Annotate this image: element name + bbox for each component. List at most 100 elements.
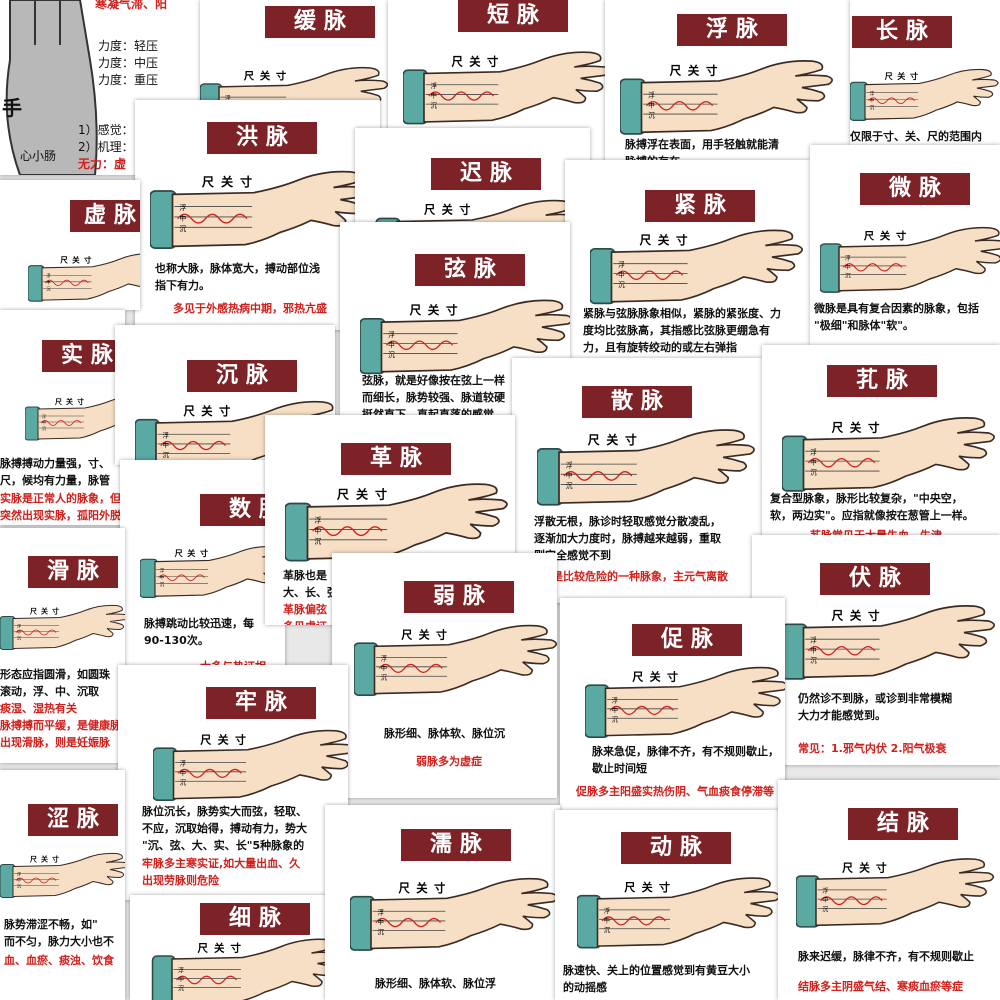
hand-illustration: 尺关寸浮中沉 [25, 395, 125, 441]
card-title: 细脉 [200, 903, 310, 935]
cun-label: 寸 [84, 254, 92, 264]
card-description: 浮散无根，脉诊时轻取感觉分散凌乱， 逐渐加大力度时，脉搏越来越弱，重取 则完全感… [534, 515, 721, 562]
card-description: 弦脉，就是好像按在弦上一样 而细长，脉势较强、脉道较硬 挺然直下，直起直落的感觉 [362, 374, 505, 417]
card-description: 脉形细、脉体软、脉位沉 [384, 727, 505, 740]
depth-label: 中 [46, 279, 50, 286]
depth-label: 浮 [648, 91, 655, 100]
depth-label: 中 [822, 896, 828, 904]
card-description: 脉来急促，脉律不齐，有不规则歇止， 歇止时间短 [592, 745, 779, 775]
chi-label: 尺 [202, 175, 215, 189]
guan-label: 关 [41, 607, 48, 616]
card-title: 浮脉 [677, 14, 787, 46]
hand-illustration: 尺关寸浮中沉 [796, 858, 995, 928]
card-title: 紧脉 [645, 190, 755, 222]
organ-label: 心小肠 [20, 149, 57, 163]
guan-label: 关 [897, 71, 906, 81]
card-title: 微脉 [860, 173, 970, 205]
depth-label: 沉 [604, 926, 611, 934]
corner-line-3: 无力：虚 [78, 157, 127, 171]
depth-label: 沉 [566, 482, 573, 490]
card-note: 革脉偏弦 多见虚证 [283, 603, 327, 625]
hand-illustration: 尺关寸浮中沉 [850, 68, 999, 121]
guan-label: 关 [218, 732, 230, 746]
card-title: 结脉 [848, 808, 958, 840]
hand-illustration: 尺关寸浮中沉 [28, 253, 140, 302]
card-title: 实脉 [42, 340, 125, 372]
chi-label: 尺 [832, 420, 844, 434]
chi-label: 尺 [29, 608, 37, 616]
corner-line-2: 2）机理： [78, 140, 134, 154]
cun-label: 寸 [459, 203, 470, 217]
card-description: 微脉是具有复合因素的脉象，包括 "极细"和脉体"软"。 [814, 302, 979, 332]
card-description: 脉搏搏动力量强，寸、 尺，候均有力量，脉管 [0, 457, 110, 487]
cun-label: 寸 [375, 486, 387, 501]
cun-label: 寸 [487, 54, 498, 68]
depth-label: 沉 [822, 905, 828, 913]
card-description: 仍然诊不到脉，或诊到非常模糊 大力才能感觉到。 [798, 692, 952, 722]
depth-label: 沉 [612, 715, 619, 723]
hand-illustration: 尺关寸浮中沉 [285, 483, 508, 562]
cun-label: 寸 [706, 63, 718, 77]
cun-label: 寸 [231, 942, 242, 955]
card-kou: 芤脉 尺关寸浮中沉 复合型脉象，脉形比较复杂，"中央空， 软，两边实"。应指就像… [762, 345, 1000, 540]
depth-label: 中 [178, 976, 184, 984]
depth-label: 沉 [648, 111, 655, 119]
card-note: 痰湿、湿热有关 脉搏搏而平缓，是健康脉 出现滑脉，则是妊娠脉 [0, 702, 121, 749]
depth-label: 沉 [179, 225, 186, 233]
depth-label: 沉 [180, 778, 187, 786]
card-ruo: 弱脉 尺关寸浮中沉 脉形细、脉体软、脉位沉 弱脉多为虚症 [332, 553, 557, 798]
hand-illustration: 尺关寸浮中沉 [590, 229, 803, 305]
guan-label: 关 [214, 942, 225, 955]
card-description: 仅限于寸、关、尺的范围内 [850, 130, 982, 143]
chi-label: 尺 [864, 231, 875, 243]
guan-label: 关 [66, 397, 73, 406]
depth-label: 沉 [377, 928, 384, 936]
card-description: 脉速快、关上的位置感觉到有黄豆大小 的动摇感 [563, 964, 750, 994]
depth-label: 沉 [162, 451, 169, 459]
chi-label: 尺 [832, 608, 844, 622]
guan-label: 关 [416, 881, 428, 895]
depth-label: 中 [180, 768, 186, 777]
depth-label: 中 [381, 663, 387, 672]
card-san: 散脉 尺关寸浮中沉 浮散无根，脉诊时轻取感觉分散凌乱， 逐渐加大力度时，脉搏越来… [512, 358, 762, 603]
hand-illustration: 尺关寸浮中沉 [350, 877, 559, 951]
card-fu2: 伏脉 尺关寸浮中沉 仍然诊不到脉，或诊到非常模糊 大力才能感觉到。 常见：1.邪… [752, 535, 1000, 765]
chi-label: 尺 [841, 861, 853, 874]
cun-label: 寸 [200, 548, 208, 558]
card-title: 洪脉 [207, 122, 317, 154]
guan-label: 关 [260, 70, 271, 83]
depth-label: 沉 [845, 272, 851, 280]
hand-illustration: 尺关寸浮中沉 [577, 877, 780, 949]
hand-char: 手 [2, 96, 22, 120]
chi-label: 尺 [640, 233, 652, 247]
depth-label: 中 [870, 97, 875, 104]
depth-label: 浮 [822, 887, 828, 895]
chi-label: 尺 [244, 71, 255, 83]
card-hong: 洪脉 尺关寸浮中沉 也称大脉，脉体宽大，搏动部位浅 指下有力。 多见于外感热病中… [135, 100, 380, 330]
guan-label: 关 [606, 433, 618, 447]
card-title: 涩脉 [28, 804, 118, 836]
guan-label: 关 [859, 861, 870, 874]
depth-label: 浮 [430, 81, 437, 90]
guan-label: 关 [658, 233, 670, 247]
depth-label: 中 [42, 419, 46, 425]
chi-label: 尺 [670, 63, 682, 77]
card-title: 动脉 [621, 832, 731, 864]
hand-illustration: 尺关寸浮中沉 [537, 429, 755, 506]
card-title: 长脉 [852, 16, 952, 48]
depth-label: 浮 [162, 431, 169, 440]
card-description: 脉位沉长，脉势实大而弦，轻取、 不应，沉取始得，搏动有力，势大 "沉、弦、大、实… [142, 805, 307, 852]
depth-label: 中 [648, 100, 655, 109]
depth-label: 中 [162, 440, 168, 449]
depth-label: 沉 [810, 656, 817, 664]
card-description: 脉形细、脉体软、脉位浮 [375, 977, 496, 990]
card-note: 实脉是正常人的脉象，但 突然出现实脉，孤阳外脱 [0, 492, 121, 522]
card-hua: 滑脉 尺关寸浮中沉 形态应指圆滑，如圆珠 滚动，浮、中、沉取 痰湿、湿热有关 脉… [0, 528, 125, 763]
depth-label: 沉 [46, 285, 51, 292]
chi-label: 尺 [29, 856, 37, 864]
depth-label: 沉 [381, 673, 388, 681]
hand-illustration: 尺关寸浮中沉 [620, 60, 833, 135]
card-jie: 结脉 尺关寸浮中沉 脉来迟缓，脉律不齐，有不规则歇止 结脉多主阴盛气结、寒痰血瘀… [778, 780, 1000, 1000]
depth-label: 中 [810, 457, 817, 466]
depth-label: 中 [17, 877, 21, 883]
